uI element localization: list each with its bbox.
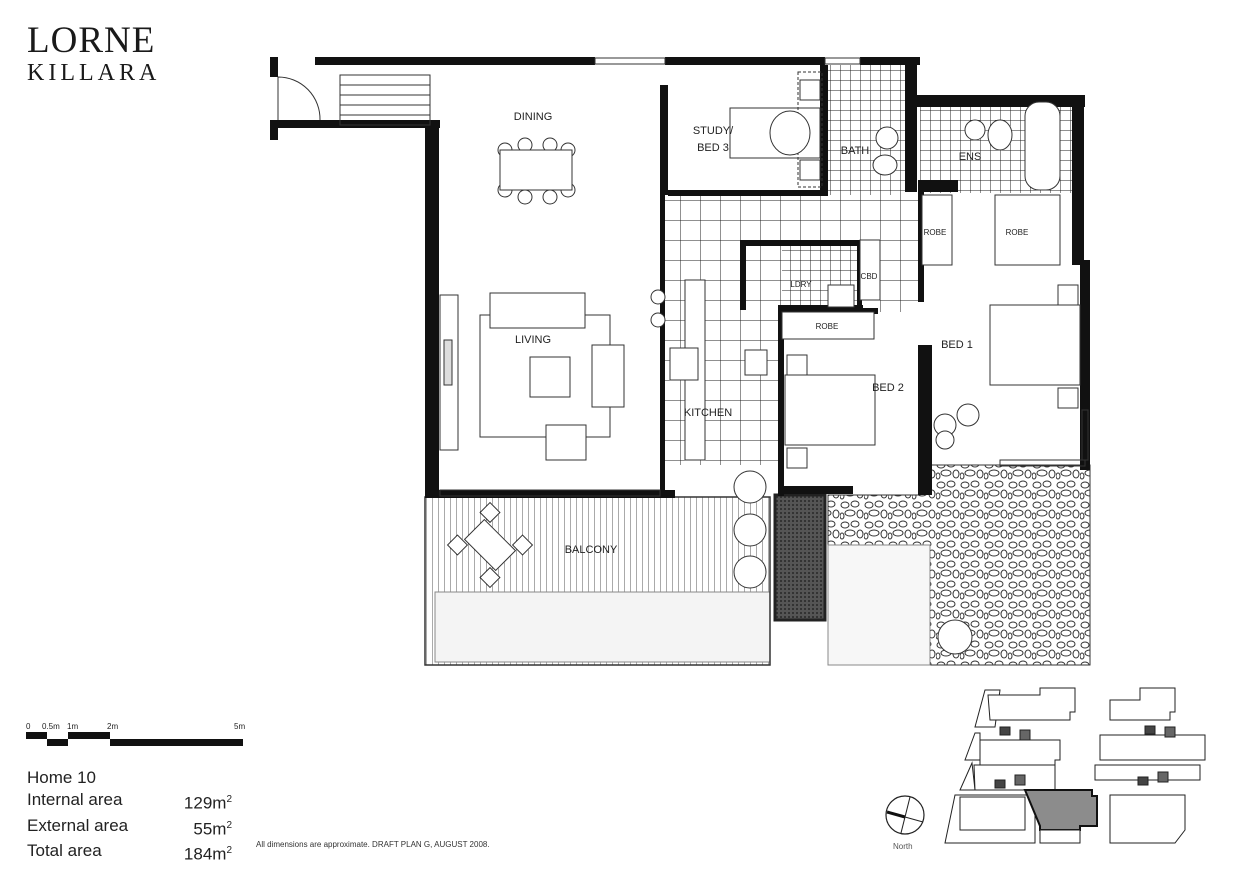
walls (270, 57, 1090, 498)
room-label-dining: DINING (514, 111, 553, 123)
room-label-kitchen: KITCHEN (684, 407, 732, 419)
room-label-cupboard: CBD (861, 272, 878, 281)
area-unit-sup: 2 (226, 794, 232, 805)
area-label: External area (27, 815, 129, 835)
disclaimer: All dimensions are approximate. DRAFT PL… (256, 840, 490, 849)
scale-tick: 2m (107, 722, 118, 731)
room-label-study-1: STUDY/ (693, 125, 734, 137)
site-key-plan (944, 687, 1206, 844)
north-compass-icon (885, 795, 925, 835)
area-summary: Home 10 Internal area 129m2 External are… (27, 767, 232, 866)
area-row-total: Total area 184m2 (27, 840, 232, 866)
room-label-ensuite: ENS (959, 151, 982, 163)
home-title: Home 10 (27, 768, 96, 787)
area-value: 184m (183, 844, 227, 864)
scale-tick: 1m (67, 722, 78, 731)
room-label-living: LIVING (515, 334, 551, 346)
scale-tick: 5m (234, 722, 245, 731)
room-label-balcony: BALCONY (565, 544, 618, 556)
furniture (446, 71, 1081, 655)
room-label-bed1: BED 1 (941, 339, 973, 351)
area-unit-sup: 2 (226, 845, 232, 857)
brand-line1: LORNE (27, 20, 156, 61)
room-label-robe-bed2: ROBE (816, 322, 839, 331)
compass-label: North (893, 842, 913, 851)
room-label-bed2: BED 2 (872, 382, 904, 394)
area-label: Total area (27, 841, 102, 861)
area-row-internal: Internal area 129m2 (27, 789, 232, 815)
room-label-robe-bed1b: ROBE (1006, 228, 1029, 237)
scale-tick: 0.5m (42, 722, 60, 731)
area-unit-sup: 2 (226, 819, 232, 831)
scale-bar: 0 0.5m 1m 2m 5m (26, 722, 245, 746)
brand-line2: KILLARA (27, 60, 161, 86)
planter (773, 493, 827, 622)
bath-floor (828, 65, 908, 195)
area-label: Internal area (27, 790, 123, 809)
room-label-study-2: BED 3 (697, 142, 729, 154)
scale-tick: 0 (26, 722, 31, 731)
room-label-bath: BATH (841, 145, 870, 157)
area-value: 55m (193, 819, 227, 839)
room-label-laundry: LDRY (790, 280, 812, 289)
room-label-robe-bed1a: ROBE (924, 228, 947, 237)
area-value: 129m (183, 793, 227, 813)
brand-logo: LORNE KILLARA (27, 20, 161, 87)
area-row-external: External area 55m2 (27, 815, 232, 841)
